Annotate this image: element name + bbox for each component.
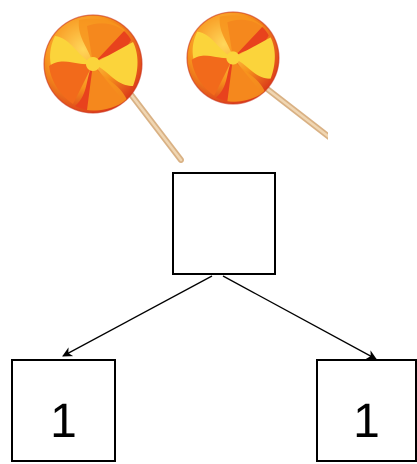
lollipop-icon bbox=[43, 14, 184, 163]
part-value-right: 1 bbox=[353, 395, 380, 448]
arrow-to-right-part bbox=[222, 275, 377, 360]
lollipop-icon bbox=[186, 11, 328, 140]
arrow-to-left-part bbox=[62, 275, 213, 357]
part-value-left: 1 bbox=[50, 395, 77, 448]
part-box-left[interactable]: 1 bbox=[11, 359, 116, 462]
part-box-right[interactable]: 1 bbox=[316, 359, 417, 462]
whole-box[interactable] bbox=[172, 172, 276, 275]
